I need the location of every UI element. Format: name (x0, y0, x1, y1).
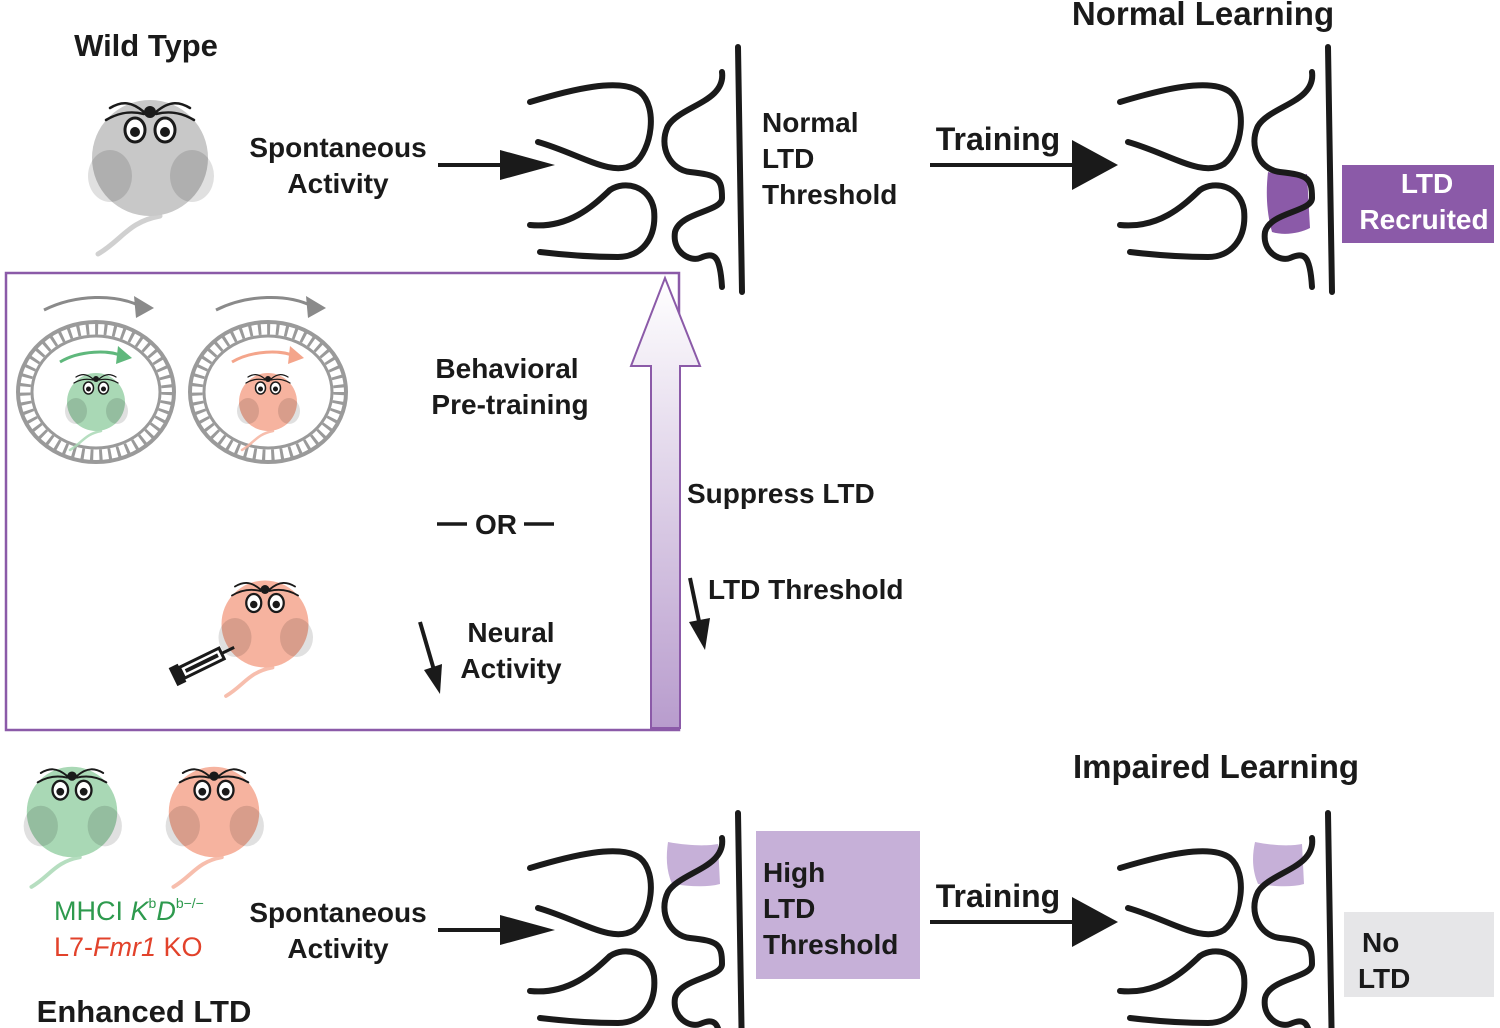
bottom-input-arrow-icon (500, 915, 555, 945)
high-threshold-label-2: LTD (763, 893, 815, 924)
fmr1-mouse-icon (163, 764, 266, 889)
wild-type-label: Wild Type (74, 28, 218, 63)
normal-threshold-label-2: LTD (762, 143, 814, 174)
mhci-mouse-icon (21, 764, 124, 889)
normal-threshold-label-1: Normal (762, 107, 858, 138)
suppress-ltd-label: Suppress LTD (687, 478, 875, 509)
normal-learning-synapse-icon (1120, 47, 1332, 292)
enhanced-ltd-label: Enhanced LTD (37, 994, 252, 1028)
top-input-arrow-icon (500, 150, 555, 180)
impaired-learning-title: Impaired Learning (1073, 748, 1359, 785)
high-threshold-label-1: High (763, 857, 825, 888)
fmr1-genotype-label: L7-Fmr1 KO (54, 932, 203, 962)
top-training-arrow-icon (1072, 140, 1118, 190)
normal-learning-title: Normal Learning (1072, 0, 1334, 32)
top-synapse-icon (530, 47, 742, 292)
threshold-down-arrow-line (688, 577, 702, 627)
ltd-recruited-box (1342, 165, 1494, 243)
mhci-mouse-wheel-icon (63, 371, 130, 452)
neural-down-arrow-icon (424, 664, 442, 694)
no-ltd-label-1: No (1362, 927, 1399, 958)
syringe-icon (168, 645, 235, 687)
wild-type-mouse-icon (88, 100, 214, 254)
high-threshold-label-3: Threshold (763, 929, 898, 960)
no-ltd-box (1344, 912, 1494, 997)
bottom-training-label: Training (936, 878, 1060, 914)
neural-activity-label-2: Activity (460, 653, 562, 684)
or-label: OR (475, 509, 517, 540)
neural-down-arrow-line (418, 621, 436, 671)
spontaneous-activity-label-2: Activity (287, 168, 389, 199)
pink-rotation-arrow-icon (288, 346, 304, 364)
intervention-box (4, 271, 681, 732)
pink-rotation-arrow (231, 350, 295, 364)
normal-threshold-label-3: Threshold (762, 179, 897, 210)
unrecruited-spine (1253, 842, 1304, 887)
no-ltd-label-2: LTD (1358, 963, 1410, 994)
top-training-label: Training (936, 121, 1060, 157)
ltd-recruited-label-1: LTD (1401, 168, 1453, 199)
spontaneous-activity-label: Spontaneous (249, 132, 426, 163)
ltd-recruited-label-2: Recruited (1359, 204, 1488, 235)
green-rotation-arrow (59, 350, 123, 364)
fmr1-mouse-wheel-icon (235, 371, 302, 452)
behavioral-pretraining-label-2: Pre-training (431, 389, 588, 420)
bottom-training-arrow-icon (1072, 897, 1118, 947)
suppress-ltd-arrow-icon (629, 275, 702, 729)
injected-mouse-icon (216, 578, 315, 698)
threshold-down-arrow-icon (689, 618, 710, 650)
neural-activity-label-1: Neural (467, 617, 554, 648)
behavioral-pretraining-label-1: Behavioral (435, 353, 578, 384)
mhci-genotype-label: MHCI KbDb−/− (54, 895, 204, 926)
bottom-spontaneous-label-1: Spontaneous (249, 897, 426, 928)
green-rotation-arrow-icon (116, 346, 132, 364)
high-threshold-spine (666, 842, 720, 887)
high-threshold-box (756, 831, 920, 979)
ltd-threshold-label: LTD Threshold (708, 574, 903, 605)
bottom-spontaneous-label-2: Activity (287, 933, 389, 964)
